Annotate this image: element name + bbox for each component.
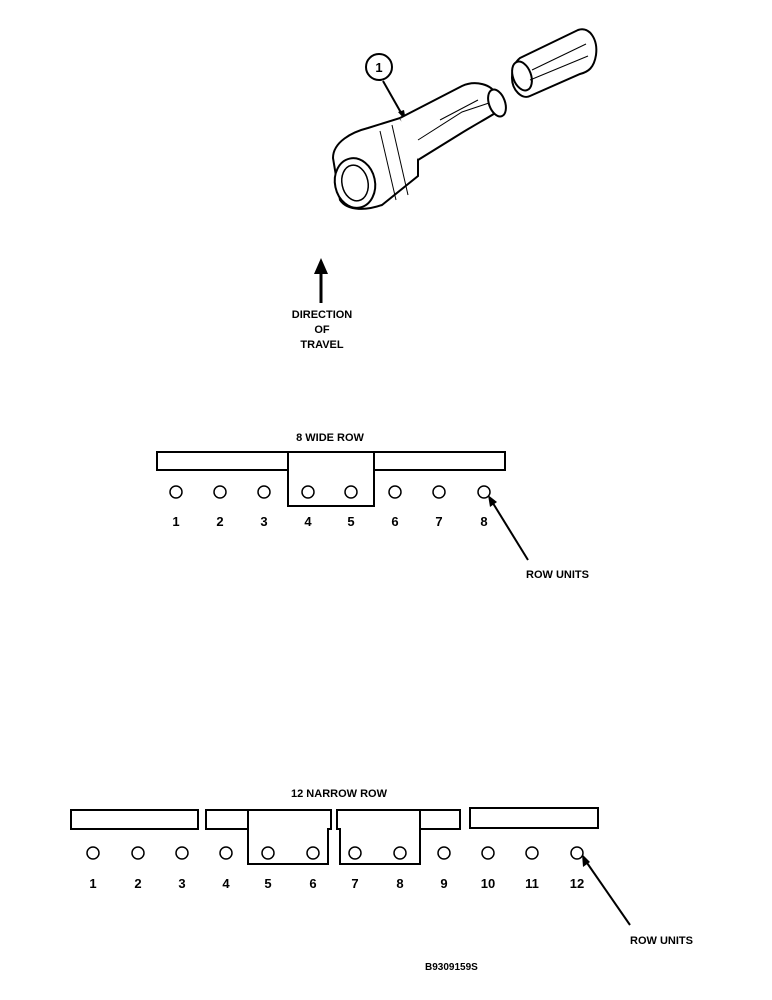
narrow-unit-circle [131, 846, 145, 860]
narrow-unit-number: 6 [309, 876, 316, 891]
tube-break-left [487, 88, 507, 118]
wide-unit-circle [169, 485, 183, 499]
wide-unit-number: 1 [172, 514, 179, 529]
narrow-unit-circle [219, 846, 233, 860]
wide-unit-circle [388, 485, 402, 499]
wide-row-toolbar [156, 451, 506, 507]
tube-illustration: 1 [331, 28, 598, 210]
tube-taper [399, 82, 502, 161]
narrow-unit-circle [481, 846, 495, 860]
direction-of-travel: DIRECTION OF TRAVEL [292, 258, 353, 351]
narrow-unit-number: 5 [264, 876, 271, 891]
wide-unit-number: 3 [260, 514, 267, 529]
wide-row-units-arrowhead [488, 495, 497, 507]
narrow-unit-number: 11 [525, 876, 539, 891]
wide-row-diagram: 8 WIDE ROW 1 2 3 4 5 6 7 8 ROW UNITS [156, 432, 589, 581]
wide-row-units-leader [490, 499, 529, 561]
figure-id: B9309159S [425, 962, 478, 973]
wide-unit-circle [257, 485, 271, 499]
wide-unit-circle [477, 485, 491, 499]
narrow-toolbar-left [70, 809, 199, 830]
narrow-unit-circle [306, 846, 320, 860]
narrow-unit-number: 1 [89, 876, 96, 891]
wide-row-title: 8 WIDE ROW [296, 432, 364, 444]
direction-label-line3: TRAVEL [300, 339, 343, 351]
narrow-row-title: 12 NARROW ROW [291, 788, 388, 800]
wide-unit-number: 6 [391, 514, 398, 529]
narrow-unit-circle [570, 846, 584, 860]
narrow-row-units-arrowhead [582, 854, 590, 867]
narrow-unit-circle [437, 846, 451, 860]
narrow-toolbar-center-right [336, 809, 461, 865]
wide-unit-circle [344, 485, 358, 499]
narrow-unit-number: 10 [481, 876, 495, 891]
wide-unit-circle [213, 485, 227, 499]
direction-arrow-head [314, 258, 328, 274]
narrow-unit-circle [525, 846, 539, 860]
narrow-unit-number: 12 [570, 876, 584, 891]
narrow-unit-circle [261, 846, 275, 860]
direction-label-line1: DIRECTION [292, 309, 353, 321]
tube-break-right [511, 60, 533, 92]
wide-unit-circle [432, 485, 446, 499]
wide-unit-number: 2 [216, 514, 223, 529]
wide-unit-number: 8 [480, 514, 487, 529]
callout-number: 1 [375, 60, 382, 75]
wide-unit-circle [301, 485, 315, 499]
narrow-toolbar-right [469, 807, 599, 829]
narrow-unit-circle [348, 846, 362, 860]
narrow-unit-circle [393, 846, 407, 860]
narrow-row-units-label: ROW UNITS [630, 935, 693, 947]
wide-unit-number: 5 [347, 514, 354, 529]
narrow-unit-circle [175, 846, 189, 860]
wide-row-units: 1 2 3 4 5 6 7 8 [169, 485, 491, 529]
narrow-unit-circle [86, 846, 100, 860]
narrow-unit-number: 3 [178, 876, 185, 891]
narrow-unit-number: 2 [134, 876, 141, 891]
direction-label-line2: OF [314, 324, 330, 336]
narrow-unit-number: 9 [440, 876, 447, 891]
wide-row-units-label: ROW UNITS [526, 569, 589, 581]
narrow-unit-number: 8 [396, 876, 403, 891]
narrow-row-units-leader [584, 859, 631, 926]
wide-unit-number: 7 [435, 514, 442, 529]
narrow-unit-number: 7 [351, 876, 358, 891]
narrow-toolbar-center-left [205, 809, 332, 865]
narrow-unit-number: 4 [222, 876, 230, 891]
wide-unit-number: 4 [304, 514, 312, 529]
callout-circle [365, 53, 393, 81]
